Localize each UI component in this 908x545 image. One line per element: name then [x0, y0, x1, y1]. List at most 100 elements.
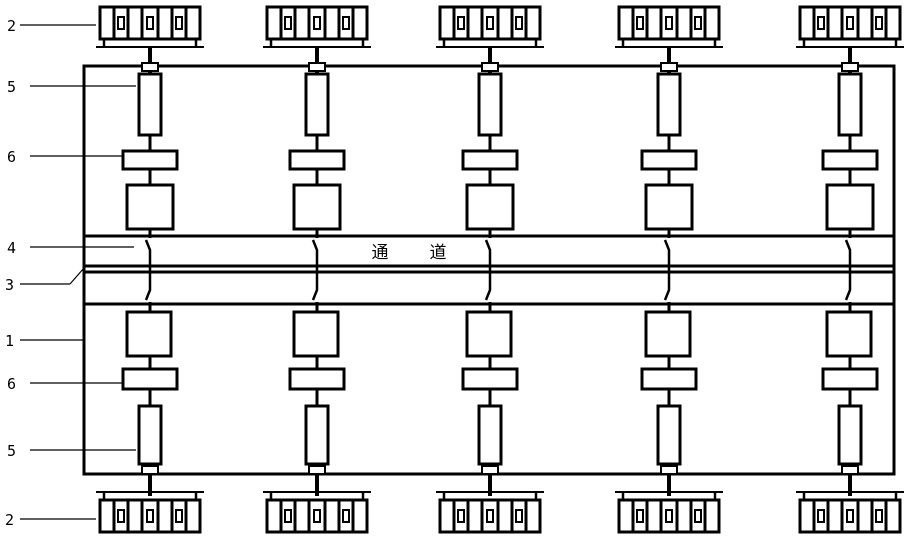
label-top-wheel: 2	[7, 17, 16, 35]
wheel-notch	[637, 17, 643, 29]
wheel-notch	[695, 510, 701, 522]
bottom-reducer	[123, 369, 177, 389]
top-coupling	[142, 63, 158, 71]
shaft-joint	[846, 240, 850, 300]
wheel-assembly	[96, 7, 204, 47]
top-gearbox	[294, 185, 340, 229]
wheel-notch	[458, 17, 464, 29]
bottom-gearbox	[294, 312, 338, 356]
wheel-notch	[637, 510, 643, 522]
bottom-gearbox	[646, 312, 690, 356]
wheel-notch	[516, 17, 522, 29]
wheel-assembly	[615, 7, 723, 47]
shaft-joint	[486, 240, 490, 300]
label-top-reducer: 6	[7, 148, 16, 166]
drive-column	[615, 7, 723, 532]
shaft-joint	[146, 240, 150, 300]
wheel-notch	[285, 17, 291, 29]
motor-body	[839, 406, 861, 464]
drive-column	[436, 7, 544, 532]
label-channel-wall: 3	[5, 276, 14, 294]
motor-body	[839, 74, 861, 135]
wheel-notch	[818, 510, 824, 522]
label-bottom-reducer: 6	[7, 375, 16, 393]
motor-body	[479, 74, 501, 135]
bottom-reducer	[290, 369, 344, 389]
wheel-notch	[666, 510, 672, 522]
motor-body	[479, 406, 501, 464]
wheel-notch	[876, 17, 882, 29]
bottom-coupling	[482, 466, 498, 474]
bottom-reducer	[463, 369, 517, 389]
bottom-reducer	[642, 369, 696, 389]
top-reducer	[290, 151, 344, 169]
label-bottom-wheel: 2	[5, 511, 14, 529]
wheel-notch	[847, 510, 853, 522]
wheel-assembly	[436, 7, 544, 47]
bottom-coupling	[661, 466, 677, 474]
wheel-notch	[147, 17, 153, 29]
wheel-assembly	[796, 7, 904, 47]
top-reducer	[642, 151, 696, 169]
top-gearbox	[127, 185, 173, 229]
top-coupling	[309, 63, 325, 71]
channel-label-1: 通	[372, 243, 389, 263]
wheel-notch	[285, 510, 291, 522]
channel-label-2: 道	[430, 243, 447, 263]
wheel-notch	[818, 17, 824, 29]
top-reducer	[123, 151, 177, 169]
bottom-coupling	[142, 466, 158, 474]
label-shaft-joint: 4	[7, 239, 16, 257]
motor-body	[658, 406, 680, 464]
top-coupling	[482, 63, 498, 71]
top-coupling	[842, 63, 858, 71]
shaft-joint	[313, 240, 317, 300]
bottom-gearbox	[127, 312, 171, 356]
wheel-notch	[847, 17, 853, 29]
top-gearbox	[467, 185, 513, 229]
wheel-assembly	[263, 7, 371, 47]
drive-column	[263, 7, 371, 532]
top-coupling	[661, 63, 677, 71]
label-bottom-motor: 5	[7, 442, 16, 460]
bottom-coupling	[309, 466, 325, 474]
wheel-notch	[516, 510, 522, 522]
motor-body	[658, 74, 680, 135]
wheel-notch	[147, 510, 153, 522]
top-reducer	[463, 151, 517, 169]
wheel-notch	[487, 510, 493, 522]
label-top-motor: 5	[7, 78, 16, 96]
wheel-notch	[343, 510, 349, 522]
bottom-gearbox	[827, 312, 871, 356]
wheel-notch	[176, 17, 182, 29]
motor-body	[306, 74, 328, 135]
wheel-notch	[458, 510, 464, 522]
wheel-notch	[343, 17, 349, 29]
wheel-notch	[314, 17, 320, 29]
wheel-notch	[487, 17, 493, 29]
drive-column	[796, 7, 904, 532]
top-gearbox	[646, 185, 692, 229]
wheel-notch	[118, 17, 124, 29]
wheel-assembly	[796, 492, 904, 532]
wheel-assembly	[436, 492, 544, 532]
bottom-reducer	[823, 369, 877, 389]
label-frame: 1	[5, 332, 14, 350]
wheel-assembly	[96, 492, 204, 532]
drive-columns	[96, 7, 904, 532]
shaft-joint	[665, 240, 669, 300]
top-reducer	[823, 151, 877, 169]
bottom-gearbox	[467, 312, 511, 356]
wheel-notch	[314, 510, 320, 522]
bottom-coupling	[842, 466, 858, 474]
motor-body	[139, 74, 161, 135]
wheel-assembly	[263, 492, 371, 532]
motor-body	[306, 406, 328, 464]
wheel-notch	[666, 17, 672, 29]
motor-body	[139, 406, 161, 464]
wheel-notch	[118, 510, 124, 522]
wheel-notch	[176, 510, 182, 522]
wheel-notch	[876, 510, 882, 522]
